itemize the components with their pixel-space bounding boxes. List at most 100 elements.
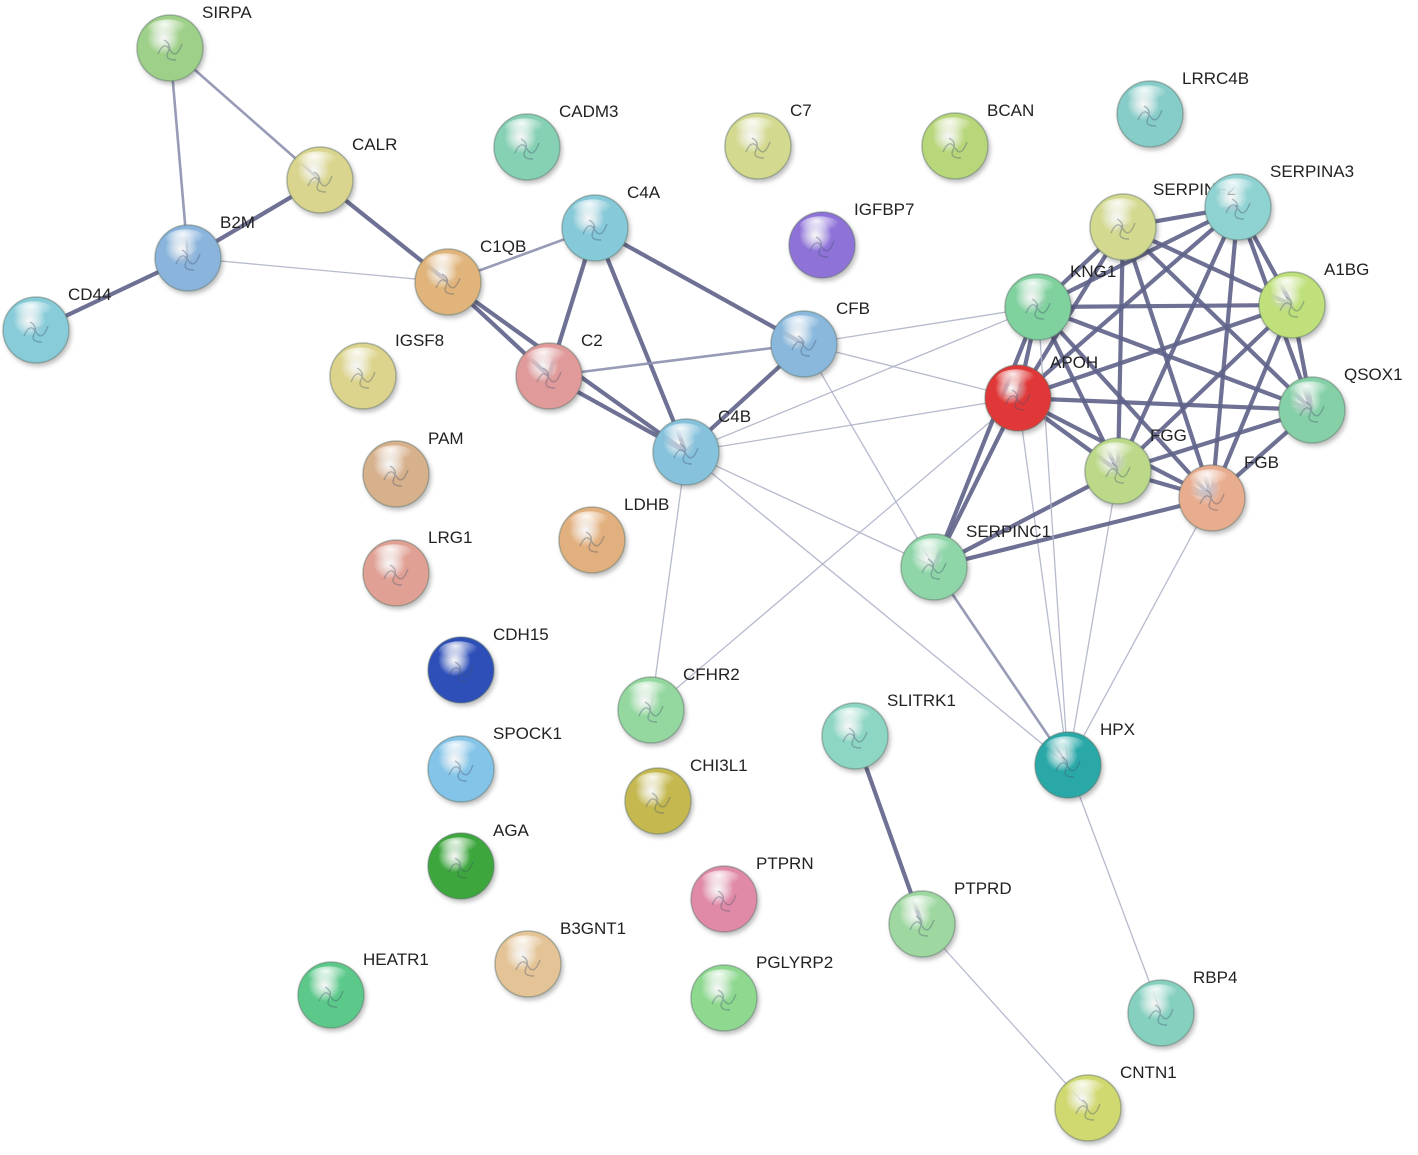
node-gloss <box>932 117 974 139</box>
node-label-c2: C2 <box>581 331 603 350</box>
protein-structure-icon <box>318 986 344 1008</box>
node-gloss <box>832 707 874 729</box>
node-ptprn[interactable]: PTPRN <box>690 854 814 933</box>
protein-structure-icon <box>921 558 947 580</box>
node-gloss <box>572 199 614 221</box>
node-ldhb[interactable]: LDHB <box>558 495 669 574</box>
node-gloss <box>1100 198 1142 220</box>
node-gloss <box>899 895 941 917</box>
node-gloss <box>995 369 1037 391</box>
protein-structure-icon <box>448 760 474 782</box>
protein-structure-icon <box>1075 1099 1101 1121</box>
node-gloss <box>373 544 415 566</box>
node-cfb[interactable]: CFB <box>770 299 870 378</box>
node-lrrc4b[interactable]: LRRC4B <box>1116 69 1249 148</box>
node-gloss <box>13 301 55 323</box>
edge-c4a-c4b <box>592 225 689 455</box>
node-apoh[interactable]: APOH <box>984 353 1098 432</box>
edge-cfb-serpinc1 <box>803 343 935 568</box>
edge-c4b-cfhr2 <box>650 451 687 711</box>
protein-structure-icon <box>1025 298 1051 320</box>
node-heatr1[interactable]: HEATR1 <box>297 950 429 1029</box>
edge-fgb-serpinc1 <box>931 495 1215 570</box>
node-calr[interactable]: CALR <box>286 135 397 214</box>
node-gloss <box>701 969 743 991</box>
node-c7[interactable]: C7 <box>724 101 812 180</box>
protein-structure-icon <box>383 465 409 487</box>
protein-structure-icon <box>711 890 737 912</box>
edge-a1bg-fgb <box>1209 302 1295 501</box>
node-gloss <box>438 740 480 762</box>
protein-structure-icon <box>791 335 817 357</box>
node-ptprd[interactable]: PTPRD <box>888 879 1012 958</box>
node-cadm3[interactable]: CADM3 <box>493 102 619 181</box>
edge-c4a-cfb <box>592 225 807 347</box>
node-gloss <box>1127 85 1169 107</box>
node-cntn1[interactable]: CNTN1 <box>1054 1063 1177 1142</box>
edge-a1bg-fgg <box>1115 302 1295 474</box>
edge-fgg-serpinc1 <box>931 468 1121 570</box>
node-c4b[interactable]: C4B <box>652 407 751 486</box>
edge-apoh-hpx <box>1017 397 1069 766</box>
node-label-serpina3: SERPINA3 <box>1270 162 1354 181</box>
protein-structure-icon <box>383 564 409 586</box>
node-fgb[interactable]: FGB <box>1178 453 1279 532</box>
edge-a1bg-apoh <box>1015 302 1295 401</box>
node-gloss <box>165 229 207 251</box>
node-qsox1[interactable]: QSOX1 <box>1278 365 1403 444</box>
node-hpx[interactable]: HPX <box>1034 720 1135 799</box>
protein-structure-icon <box>909 915 935 937</box>
node-c1qb[interactable]: C1QB <box>414 237 526 316</box>
node-chi3l1[interactable]: CHI3L1 <box>624 756 748 835</box>
node-bcan[interactable]: BCAN <box>921 101 1034 180</box>
node-pglyrp2[interactable]: PGLYRP2 <box>690 953 833 1032</box>
node-label-ptprd: PTPRD <box>954 879 1012 898</box>
edge-serpina3-fgg <box>1115 204 1241 474</box>
node-a1bg[interactable]: A1BG <box>1258 260 1369 339</box>
node-gloss <box>701 870 743 892</box>
node-spock1[interactable]: SPOCK1 <box>427 724 562 803</box>
node-gloss <box>373 445 415 467</box>
protein-structure-icon <box>350 367 376 389</box>
node-label-aga: AGA <box>493 821 530 840</box>
node-label-lrrc4b: LRRC4B <box>1182 69 1249 88</box>
edge-c4b-serpinc1 <box>685 451 935 568</box>
node-gloss <box>1189 469 1231 491</box>
edge-sirpa-b2m <box>168 46 190 260</box>
protein-structure-icon <box>842 727 868 749</box>
node-cdh15[interactable]: CDH15 <box>427 625 549 704</box>
node-lrg1[interactable]: LRG1 <box>362 528 472 607</box>
node-serpina3[interactable]: SERPINA3 <box>1204 162 1354 241</box>
node-label-c1qb: C1QB <box>480 237 526 256</box>
node-aga[interactable]: AGA <box>427 821 530 900</box>
node-gloss <box>425 253 467 275</box>
node-kng1[interactable]: KNG1 <box>1004 262 1116 341</box>
node-gloss <box>308 966 350 988</box>
node-c4a[interactable]: C4A <box>561 183 661 262</box>
protein-structure-icon <box>515 955 541 977</box>
node-rbp4[interactable]: RBP4 <box>1127 968 1237 1047</box>
node-igsf8[interactable]: IGSF8 <box>329 331 444 410</box>
node-cd44[interactable]: CD44 <box>2 285 111 364</box>
node-gloss <box>504 118 546 140</box>
node-pam[interactable]: PAM <box>362 429 464 508</box>
node-b3gnt1[interactable]: B3GNT1 <box>494 919 626 998</box>
edge-kng1-serpinc1 <box>931 304 1041 570</box>
edge-hpx-rbp4 <box>1067 764 1162 1014</box>
node-sirpa[interactable]: SIRPA <box>136 3 252 82</box>
protein-structure-icon <box>435 273 461 295</box>
node-c2[interactable]: C2 <box>515 331 603 410</box>
protein-structure-icon <box>514 138 540 160</box>
protein-structure-icon <box>673 443 699 465</box>
node-gloss <box>1015 278 1057 300</box>
protein-structure-icon <box>1279 296 1305 318</box>
node-label-ptprn: PTPRN <box>756 854 814 873</box>
node-igfbp7[interactable]: IGFBP7 <box>788 200 914 279</box>
edge-c4b-hpx <box>685 451 1069 766</box>
node-slitrk1[interactable]: SLITRK1 <box>821 691 956 770</box>
node-serpinc1[interactable]: SERPINC1 <box>900 522 1051 601</box>
node-fgg[interactable]: FGG <box>1084 426 1187 505</box>
node-cfhr2[interactable]: CFHR2 <box>617 665 740 744</box>
node-b2m[interactable]: B2M <box>154 213 255 292</box>
